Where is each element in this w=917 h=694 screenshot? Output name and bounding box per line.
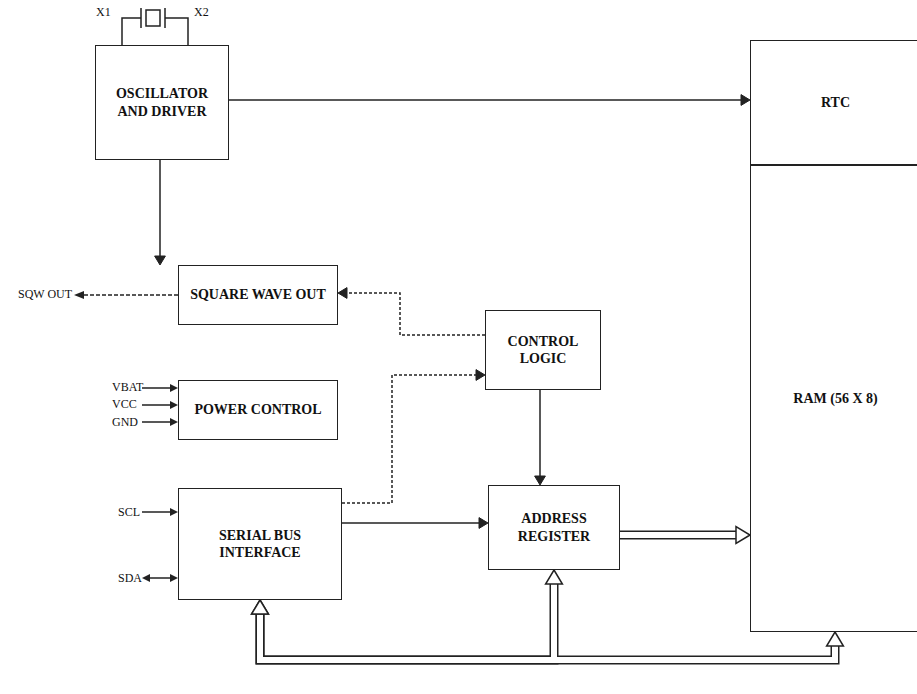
arrowhead <box>827 632 844 646</box>
block-label: OSCILLATOR AND DRIVER <box>96 81 228 124</box>
bus-connector <box>620 532 738 538</box>
block-label: POWER CONTROL <box>188 397 327 423</box>
block-label: CONTROL LOGIC <box>486 329 600 372</box>
pin-label: X1 <box>96 6 111 19</box>
crystal-wire <box>165 18 188 45</box>
power-pins <box>142 388 172 422</box>
pin-label: SQW OUT <box>18 288 72 301</box>
ram-block: RAM (56 X 8) <box>750 165 917 632</box>
pin-label: VBAT <box>112 381 143 394</box>
arrowhead <box>338 288 347 299</box>
control-logic-box: CONTROL LOGIC <box>485 310 601 390</box>
arrowhead <box>736 527 750 544</box>
block-label: RTC <box>815 90 856 116</box>
pin-label: SDA <box>118 572 142 585</box>
pin-label: SCL <box>118 506 140 519</box>
rtc-block: RTC <box>750 40 917 165</box>
arrowhead <box>476 370 485 381</box>
signal-connector <box>159 160 161 259</box>
crystal-body <box>146 10 160 26</box>
sqw-out-line <box>82 294 178 296</box>
power-control-box: POWER CONTROL <box>178 380 338 440</box>
arrowhead <box>252 600 269 614</box>
signal-connector <box>342 375 479 503</box>
square-wave-box: SQUARE WAVE OUT <box>178 265 338 325</box>
arrowhead <box>170 384 178 426</box>
arrowhead <box>535 476 546 485</box>
block-label: SERIAL BUS INTERFACE <box>179 523 341 566</box>
bus-connector <box>260 612 835 660</box>
arrowhead <box>252 600 269 614</box>
pin-label: X2 <box>194 6 209 19</box>
arrowhead <box>74 291 84 299</box>
arrowhead <box>155 256 166 265</box>
arrowhead <box>741 95 750 106</box>
block-label: ADDRESS REGISTER <box>489 506 619 549</box>
pin-label: VCC <box>112 398 137 411</box>
pin-label: GND <box>112 416 138 429</box>
arrowhead <box>479 518 488 529</box>
bus-connector <box>260 612 835 660</box>
scl-line <box>142 511 172 513</box>
crystal-wire <box>122 18 141 45</box>
oscillator-box: OSCILLATOR AND DRIVER <box>95 45 229 160</box>
signal-connector <box>229 99 744 101</box>
arrowhead <box>546 570 563 584</box>
signal-connector <box>344 293 485 335</box>
crystal-plates <box>141 8 165 28</box>
address-register-box: ADDRESS REGISTER <box>488 485 620 570</box>
serial-interface-box: SERIAL BUS INTERFACE <box>178 488 342 600</box>
block-label: RAM (56 X 8) <box>787 386 883 412</box>
arrowhead <box>142 574 178 582</box>
signal-connector <box>539 390 541 479</box>
block-label: SQUARE WAVE OUT <box>184 282 332 308</box>
bus-connector <box>620 531 738 540</box>
arrowhead <box>170 508 178 516</box>
sda-line <box>148 577 172 579</box>
signal-connector <box>342 522 482 524</box>
